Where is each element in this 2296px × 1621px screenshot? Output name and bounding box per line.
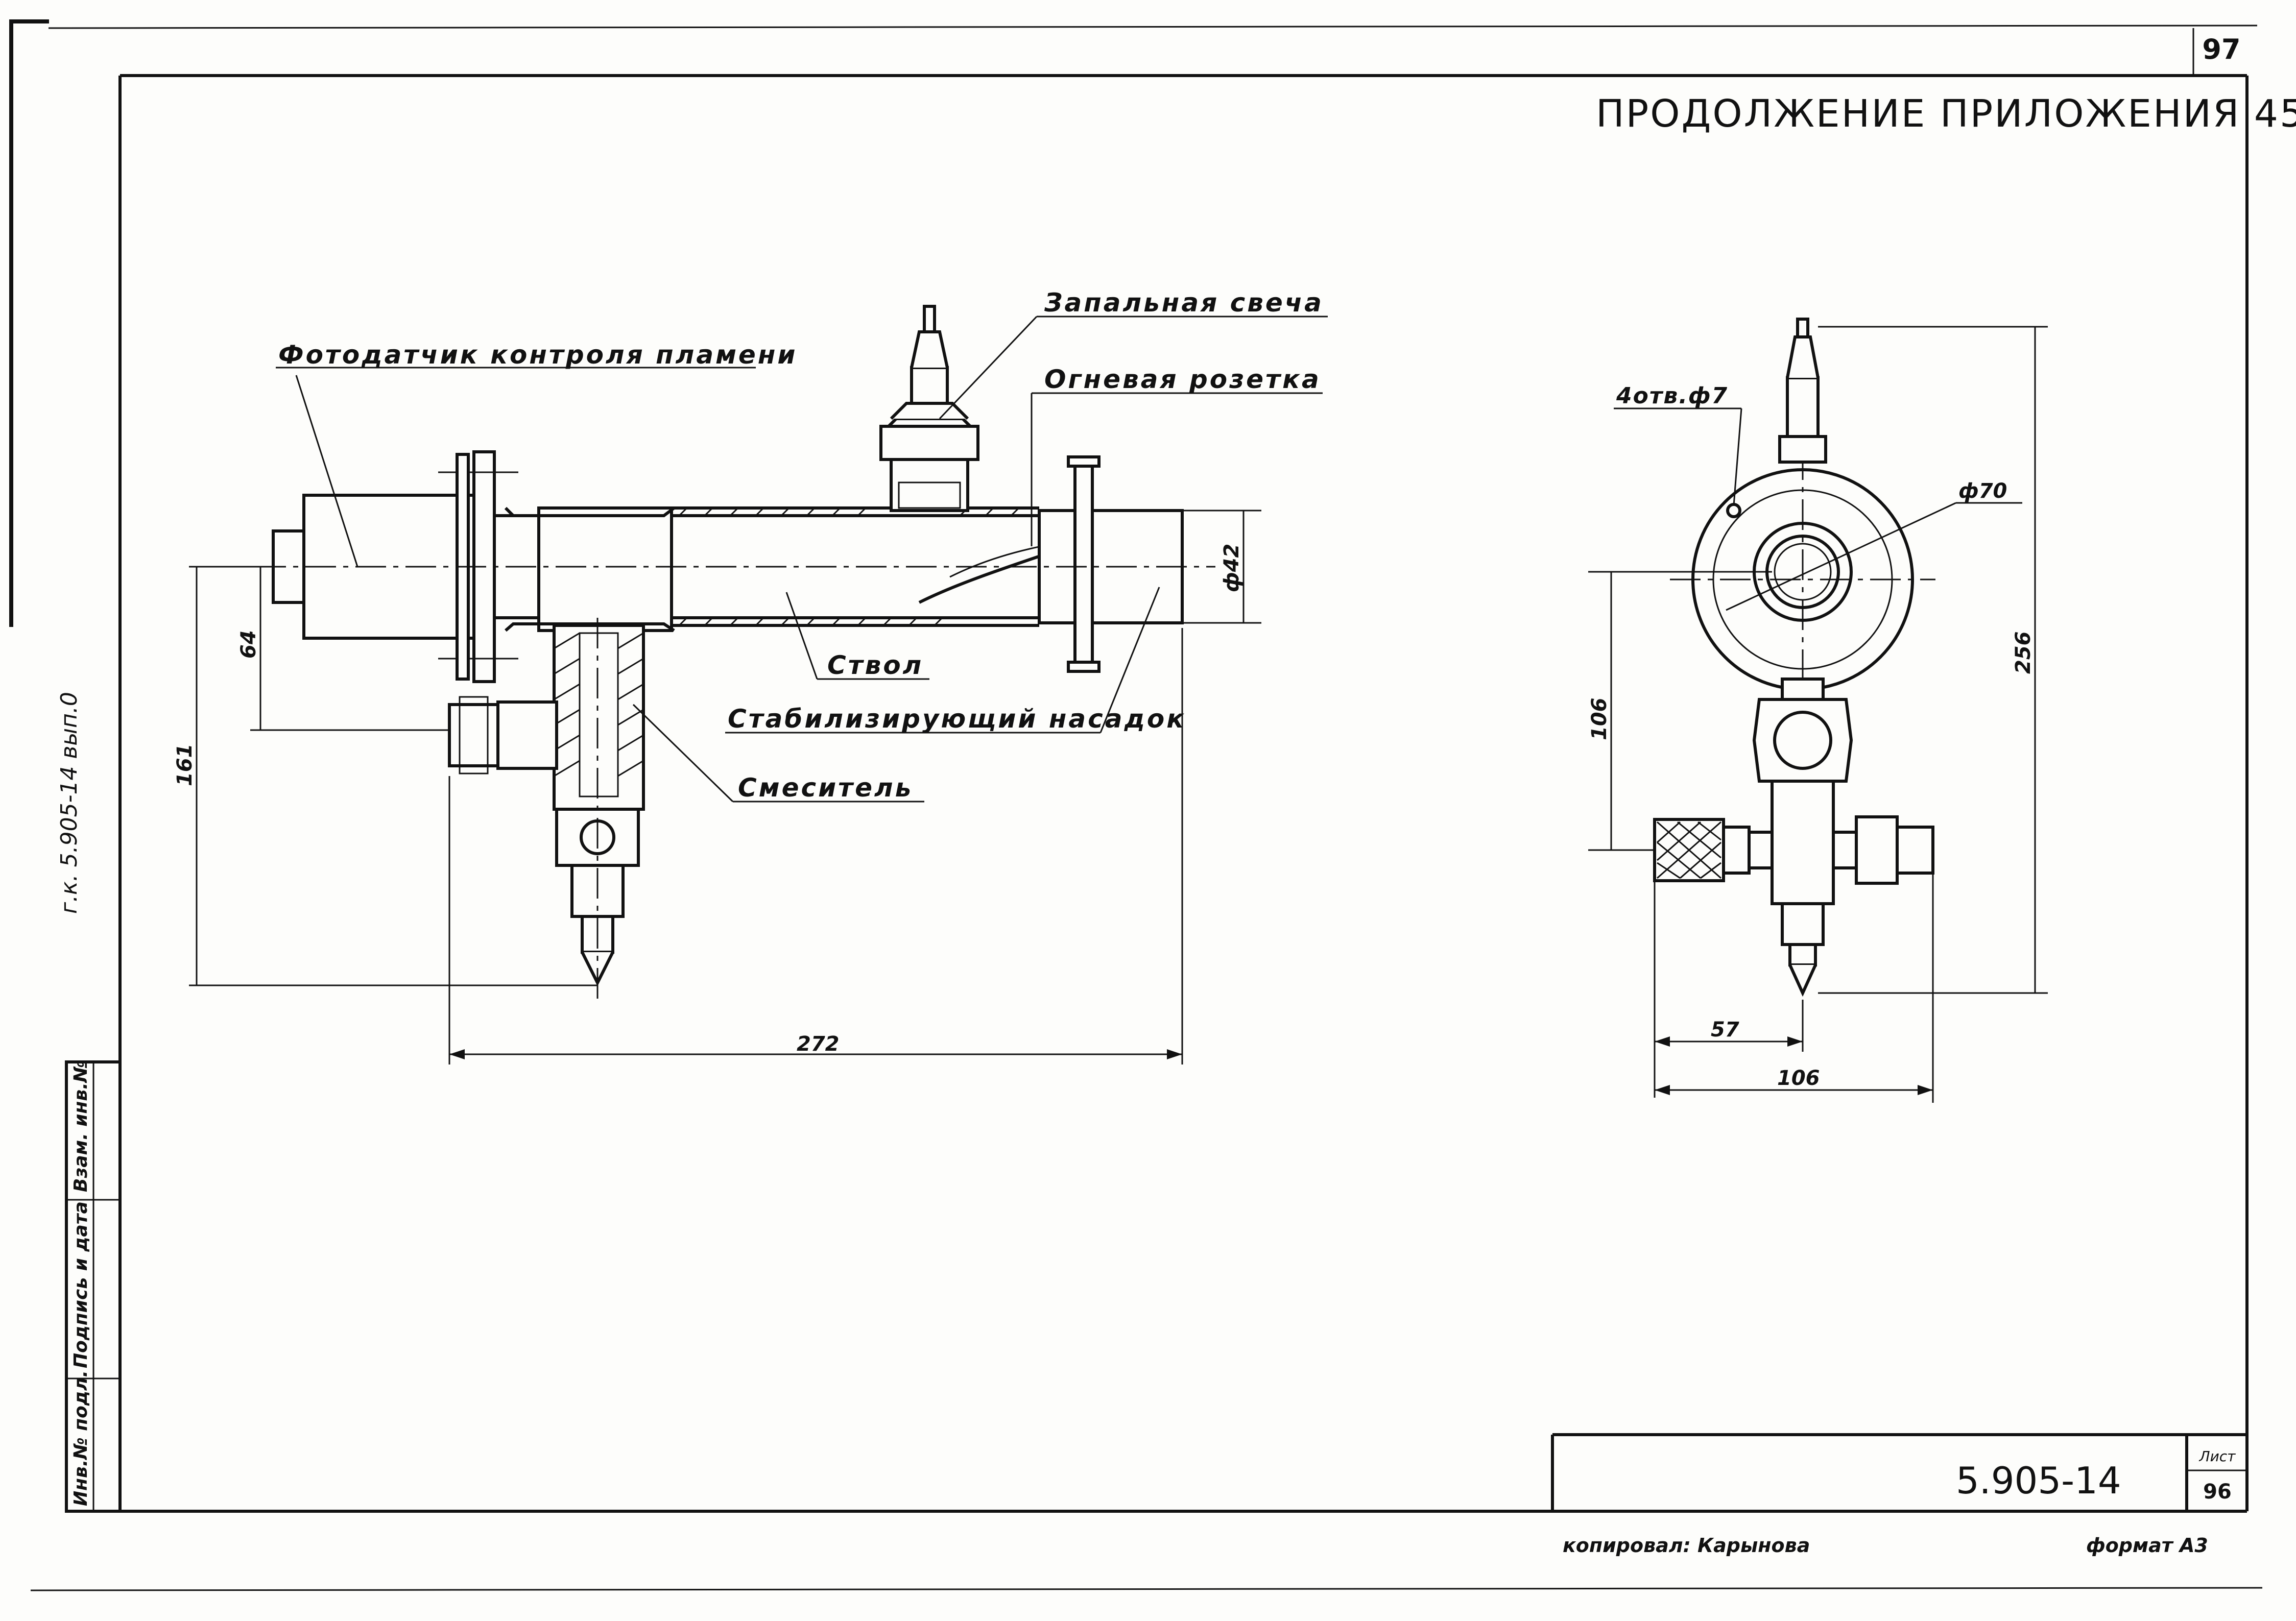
format-label: формат А3 (2086, 1534, 2208, 1557)
gas-inlet-nut (496, 700, 558, 770)
end-hex-nut (1752, 698, 1853, 783)
dim-d42: ф42 (1220, 544, 1243, 592)
dim-106-vertical: 106 (1588, 698, 1611, 741)
sheet-number: 96 (2203, 1480, 2232, 1504)
dim-57: 57 (1711, 1018, 1739, 1042)
gas-inlet-pipe (448, 703, 499, 767)
copied-by: копировал: Карынова (1563, 1534, 1810, 1557)
dim-106-horizontal: 106 (1777, 1067, 1820, 1090)
label-mixer: Смеситель (738, 773, 913, 803)
page-heading: ПРОДОЛЖЕНИЕ ПРИЛОЖЕНИЯ 45 (1596, 92, 2296, 136)
label-barrel: Ствол (827, 650, 923, 680)
label-holes: 4отв.ф7 (1616, 383, 1728, 409)
side-note: г.к. 5.905-14 вып.0 (56, 692, 82, 914)
right-flange (1073, 461, 1094, 668)
label-photosensor: Фотодатчик контроля пламени (278, 340, 797, 370)
page-number: 97 (2202, 33, 2240, 65)
stamp-col-replace: Взам. инв.№ (70, 1060, 91, 1192)
dim-64: 64 (237, 630, 260, 659)
dim-256: 256 (2012, 632, 2035, 674)
left-stamp: Инв.№ подл. Подпись и дата Взам. инв.№ (65, 1060, 122, 1513)
stamp-col-inv: Инв.№ подл. (70, 1370, 91, 1506)
label-spark-plug: Запальная свеча (1044, 288, 1324, 318)
tee-body (537, 506, 673, 632)
plug-nut (879, 425, 979, 461)
dim-161: 161 (173, 744, 197, 787)
side-view-dimensions: 64 161 272 ф42 (173, 510, 1261, 1064)
end-mixer-body (1771, 780, 1835, 905)
title-block: 5.905-14 Лист 96 (1551, 1433, 2247, 1511)
burner-side-view (255, 305, 1215, 1001)
side-view-labels: Фотодатчик контроля пламени Запальная св… (276, 288, 1328, 803)
plug-insulator (910, 366, 949, 405)
burner-end-view (1653, 318, 1935, 1011)
sheet-frame (9, 19, 2263, 1591)
end-view-dimensions: 4отв.ф7 ф70 256 106 57 106 (1588, 326, 2048, 1103)
plug-tip (923, 305, 936, 333)
dim-d70: ф70 (1958, 479, 2007, 503)
stamp-col-sign: Подпись и дата (70, 1201, 91, 1368)
label-stabilizing-nozzle: Стабилизирующий насадок (728, 704, 1186, 734)
doc-number: 5.905-14 (1956, 1459, 2121, 1502)
plug-base (890, 458, 969, 512)
mixer-body (553, 624, 645, 811)
dim-272: 272 (797, 1032, 840, 1056)
label-fire-rosette: Огневая розетка (1044, 365, 1321, 394)
sheet-label: Лист (2199, 1448, 2236, 1465)
